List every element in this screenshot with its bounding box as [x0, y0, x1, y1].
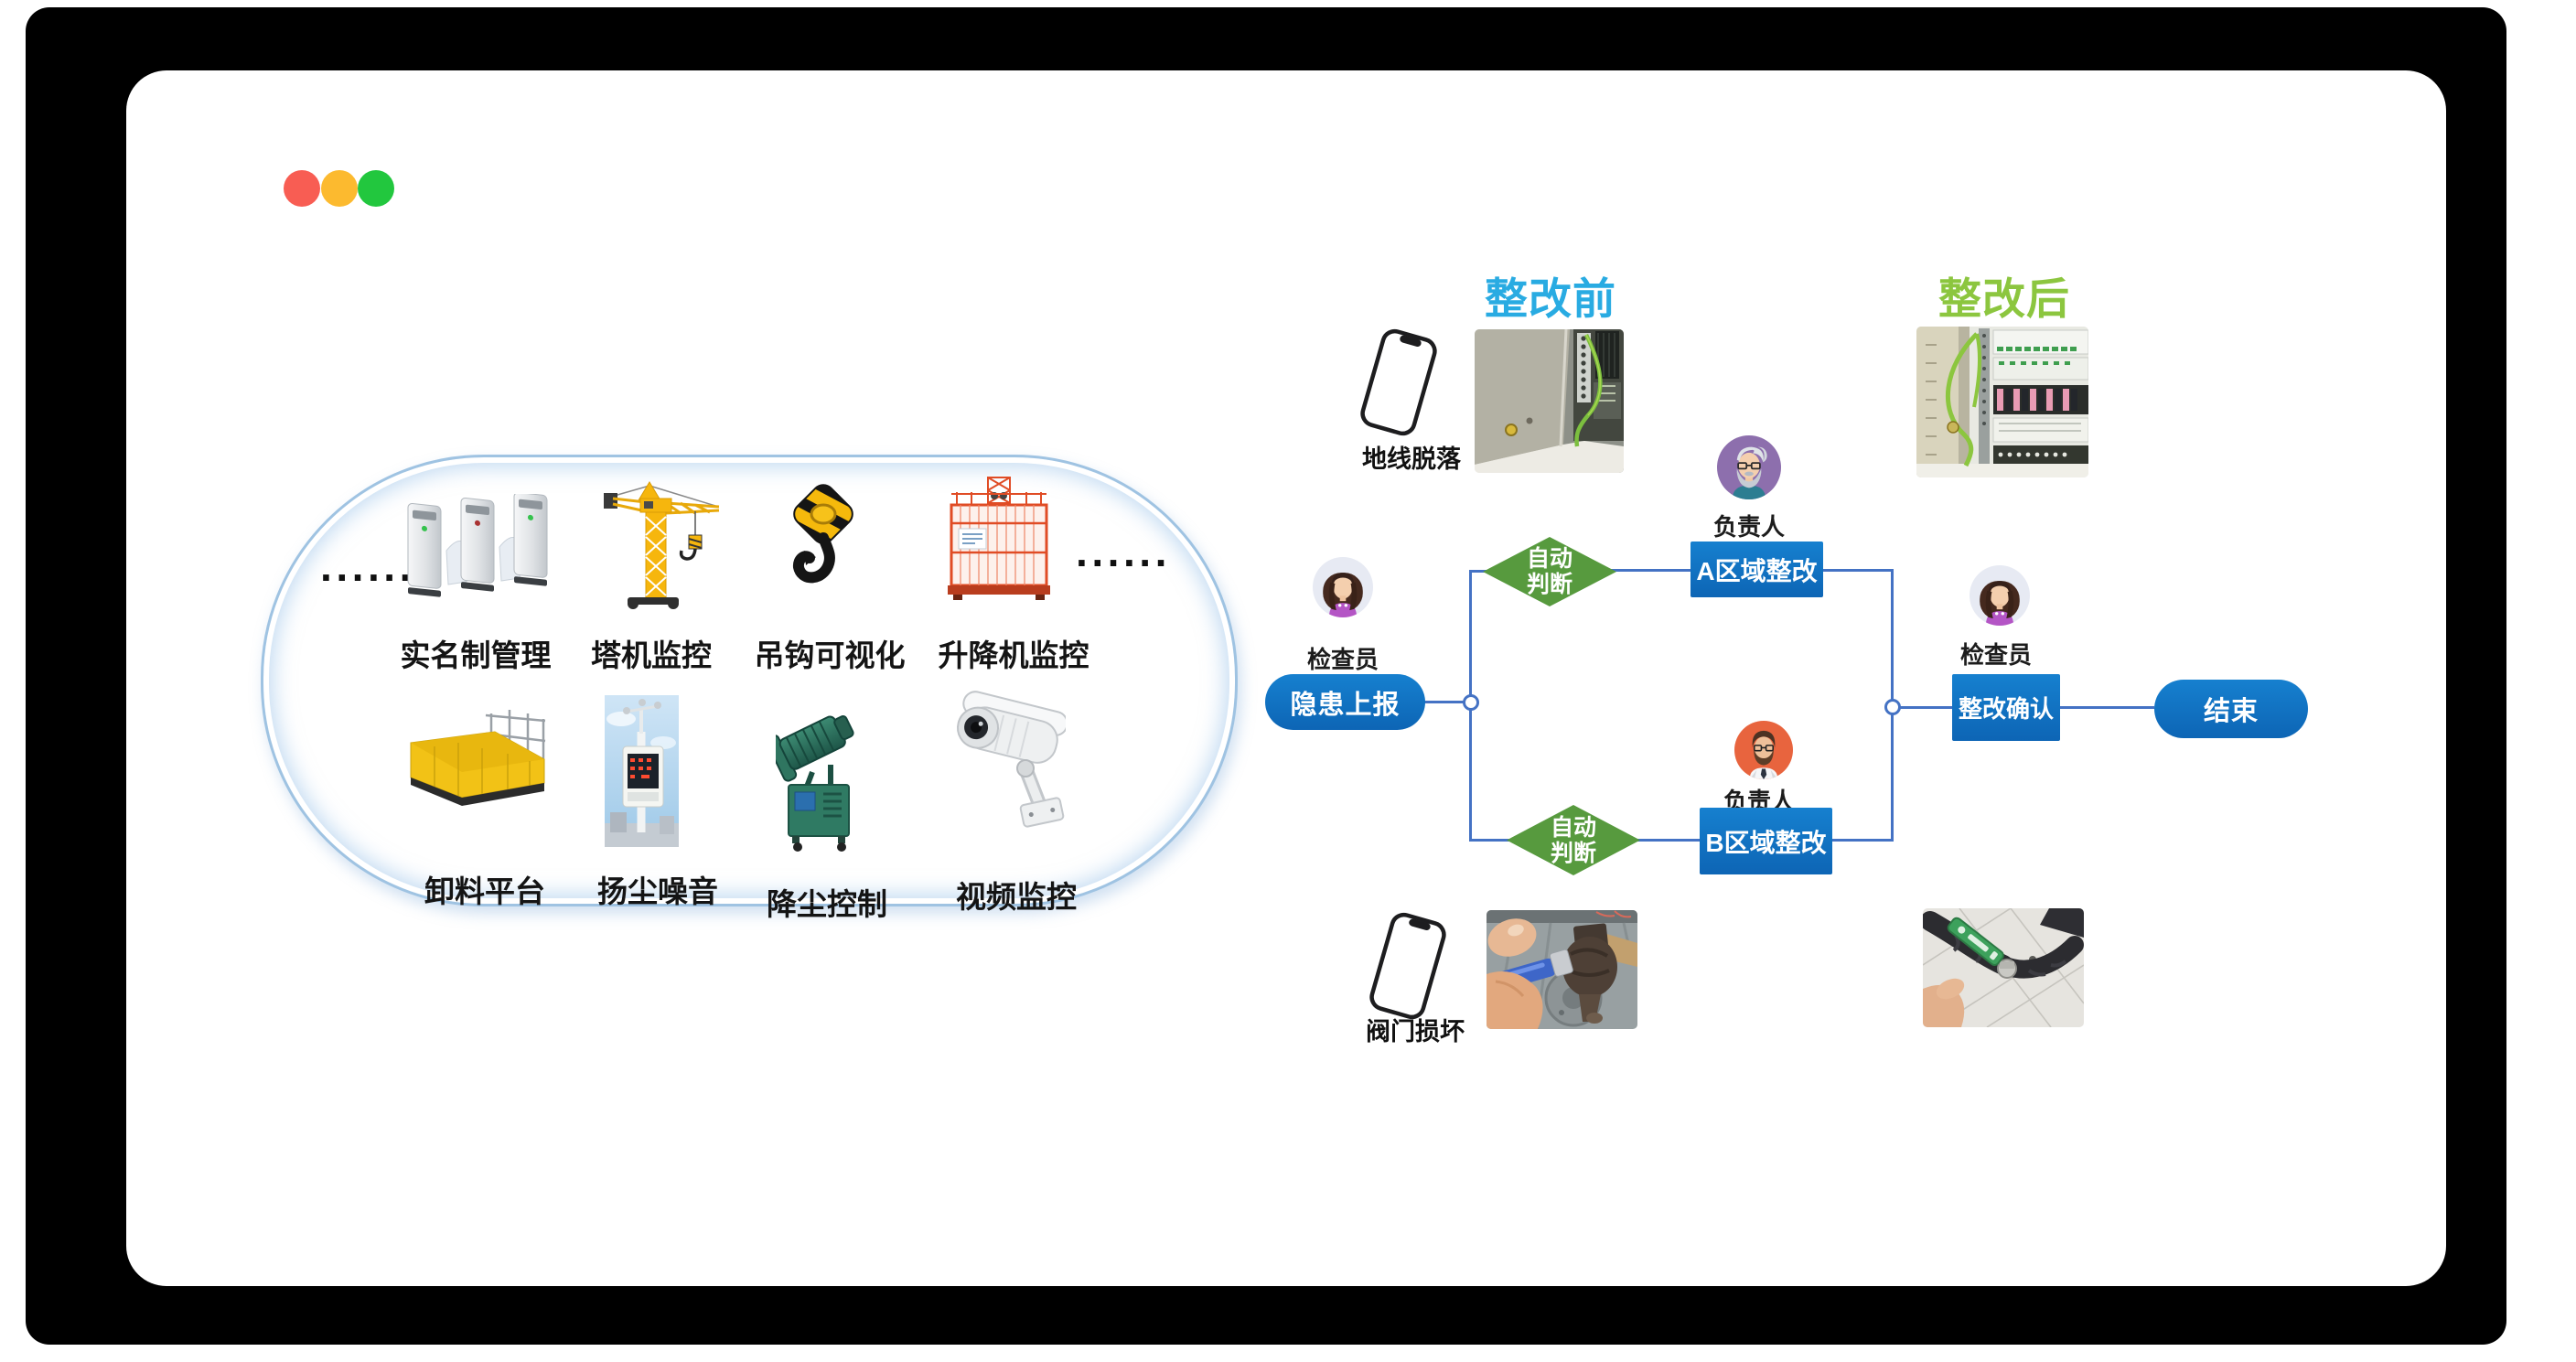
auto-judge-line2: 判断 [1550, 840, 1596, 866]
minimize-button[interactable] [321, 170, 358, 207]
zoom-button[interactable] [358, 170, 394, 207]
manager-a-label: 负责人 [1712, 513, 1785, 541]
node-end: 结束 [2154, 680, 2308, 738]
issue-label-ground-wire: 地线脱落 [1362, 445, 1461, 473]
crane-hook-icon [785, 483, 862, 606]
cap-label-camera: 视频监控 [956, 880, 1077, 914]
dust-noise-monitor-icon [605, 695, 679, 847]
cctv-camera-icon [950, 684, 1066, 843]
construction-hoist-icon [944, 476, 1054, 604]
line-rect-b-to-merge [1830, 839, 1894, 842]
turnstile-gate-icon [399, 494, 560, 613]
fog-cannon-icon [776, 688, 862, 854]
photo-before-ground-wire [1475, 329, 1624, 473]
photo-after-ground-wire [1916, 327, 2088, 477]
phone-icon [1365, 908, 1451, 1024]
inspector-label: 检查员 [1959, 641, 2032, 669]
line-to-diamond-a [1469, 570, 1497, 573]
junction-merge-dot [1884, 699, 1901, 715]
line-diamond-b-to-rect-b [1634, 839, 1703, 842]
line-to-diamond-b [1469, 839, 1515, 842]
line-merge-to-confirm [1891, 706, 1952, 709]
node-report: 隐患上报 [1265, 674, 1425, 730]
close-button[interactable] [284, 170, 320, 207]
junction-split-dot [1463, 694, 1479, 711]
cap-label-platform: 卸料平台 [424, 874, 545, 908]
auto-judge-line1: 自动 [1526, 546, 1572, 572]
phone-icon [1356, 325, 1442, 440]
header-after: 整改后 [1938, 274, 2070, 323]
cap-label-turnstile: 实名制管理 [400, 638, 552, 672]
cap-label-fog-cannon: 降尘控制 [767, 887, 887, 921]
issue-label-valve: 阀门损坏 [1366, 1018, 1465, 1046]
node-confirm: 整改确认 [1952, 674, 2060, 741]
auto-judge-line2: 判断 [1526, 572, 1572, 597]
inspector-avatar [1313, 557, 1373, 617]
cap-label-dust-noise: 扬尘噪音 [597, 874, 718, 908]
line-report-to-split [1423, 701, 1471, 703]
manager-b-avatar [1734, 721, 1793, 779]
auto-judge-line1: 自动 [1550, 814, 1596, 841]
manager-a-avatar [1717, 435, 1781, 499]
ellipsis-left: ······ [320, 553, 415, 601]
cap-label-hoist: 升降机监控 [938, 638, 1089, 672]
node-area-b: B区域整改 [1700, 808, 1832, 874]
photo-before-valve [1487, 910, 1637, 1029]
header-before: 整改前 [1485, 274, 1616, 323]
inspector-avatar [1970, 565, 2030, 626]
tower-crane-icon [596, 477, 723, 611]
ellipsis-right: ······ [1076, 539, 1171, 586]
photo-after-valve [1923, 908, 2084, 1027]
line-diamond-a-to-rect-a [1610, 569, 1694, 572]
node-area-a: A区域整改 [1690, 542, 1823, 597]
cap-label-hook: 吊钩可视化 [754, 638, 906, 672]
line-rect-a-to-merge [1820, 569, 1894, 572]
inspector-label: 检查员 [1306, 646, 1379, 673]
cap-label-tower-crane: 塔机监控 [591, 638, 712, 672]
line-confirm-to-end [2058, 706, 2154, 709]
unloading-platform-icon [407, 706, 547, 806]
